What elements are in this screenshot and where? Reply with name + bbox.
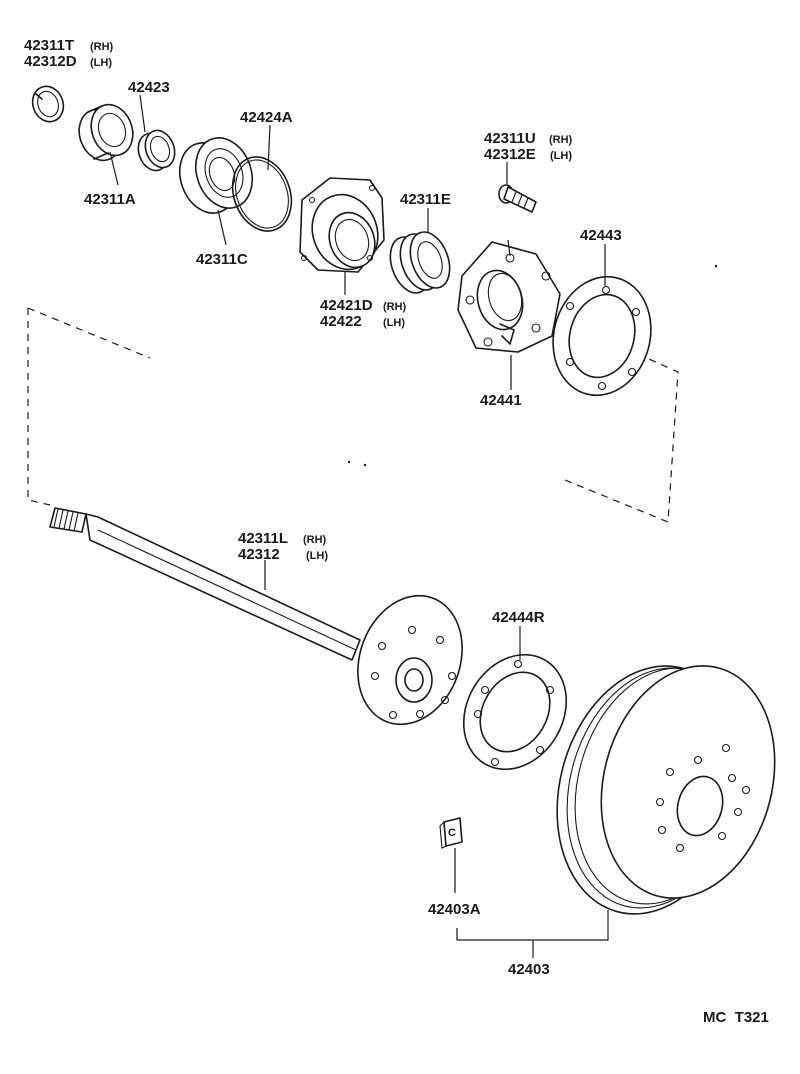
gasket-42444R <box>462 653 568 771</box>
label-42441: 42441 <box>480 392 522 409</box>
label-42311U: 42311U <box>484 130 536 147</box>
label-42403: 42403 <box>508 961 550 978</box>
clip-letter: C <box>448 827 456 839</box>
axle-shaft-42311L <box>49 507 463 726</box>
tag-42421D-rh: (RH) <box>383 301 407 313</box>
label-42424A: 42424A <box>240 109 293 126</box>
label-42312D: 42312D <box>24 53 77 70</box>
oil-seal-42311E <box>389 231 451 294</box>
tag-42311L-rh: (RH) <box>303 534 327 546</box>
tag-42422-lh: (LH) <box>383 317 405 329</box>
label-42312E: 42312E <box>484 146 536 163</box>
part-labels: 42311T (RH) 42312D (LH) 42423 42311A 424… <box>24 37 769 1026</box>
label-42311A: 42311A <box>84 191 136 208</box>
label-42311E: 42311E <box>400 191 451 208</box>
tag-42311U-rh: (RH) <box>549 134 573 146</box>
label-42311T: 42311T <box>24 37 74 54</box>
leader-lines <box>109 94 609 958</box>
label-42311C: 42311C <box>196 251 248 268</box>
hub-bolt-42311U <box>498 184 537 213</box>
label-42423: 42423 <box>128 79 170 96</box>
label-42421D: 42421D <box>320 297 373 314</box>
clip-42403A: C <box>439 817 463 849</box>
brake-drum-42403 <box>556 665 776 915</box>
label-42422: 42422 <box>320 313 362 330</box>
label-42403A: 42403A <box>428 901 481 918</box>
tag-42312-lh: (LH) <box>306 550 328 562</box>
label-42444R: 42444R <box>492 609 545 626</box>
label-42312: 42312 <box>238 546 280 563</box>
bearing-housing-42421D <box>299 177 385 273</box>
tag-42311T-rh: (RH) <box>90 41 114 53</box>
o-ring-42424A <box>231 156 293 232</box>
bearing-42311A <box>78 103 134 162</box>
backing-plate-42441 <box>457 241 561 353</box>
footer-code: MC T321 <box>703 1009 769 1026</box>
snap-ring-42311T <box>31 85 65 123</box>
spacer-42423 <box>137 129 176 172</box>
tag-42312D-lh: (LH) <box>90 57 112 69</box>
label-42443: 42443 <box>580 227 622 244</box>
tag-42312E-lh: (LH) <box>550 150 572 162</box>
gasket-42443 <box>552 275 652 397</box>
label-42311L: 42311L <box>238 530 288 547</box>
bearing-42311C <box>178 137 254 214</box>
assembly-guide-lines <box>27 264 718 523</box>
